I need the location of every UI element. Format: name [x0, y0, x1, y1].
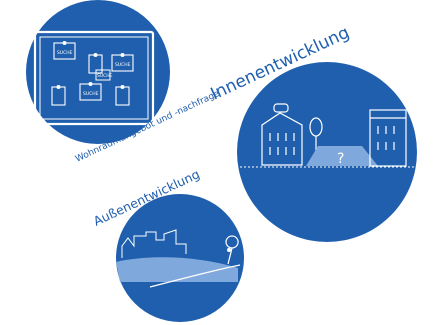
note-3-text: SUCHE — [115, 62, 131, 68]
inner-scene: ? Innenentwicklung — [208, 23, 417, 242]
note-3: SUCHE — [111, 53, 134, 72]
town-skyline — [121, 229, 187, 258]
note-7-text: SUCHE — [97, 73, 113, 79]
note-7: SUCHE — [95, 69, 113, 81]
note-5-text: SUCHE — [83, 91, 99, 97]
note-1-text: SUCHE — [57, 50, 73, 56]
demand-circle — [26, 0, 170, 144]
hill — [116, 257, 238, 282]
bulletin-board — [33, 30, 155, 126]
plot-mark: ? — [337, 151, 344, 167]
location-pin-icon — [225, 235, 239, 265]
note-4 — [51, 85, 66, 106]
demand-scene: SUCHE SUCHE SUCHE SUCHE Wohnrau — [26, 0, 222, 165]
left-building — [261, 103, 303, 166]
note-1: SUCHE — [53, 41, 76, 60]
empty-plot — [306, 146, 378, 166]
right-building — [369, 109, 407, 167]
note-6 — [115, 85, 130, 106]
road — [149, 264, 241, 288]
outer-scene: Außenentwicklung — [91, 166, 244, 322]
note-5: SUCHE — [79, 82, 102, 101]
